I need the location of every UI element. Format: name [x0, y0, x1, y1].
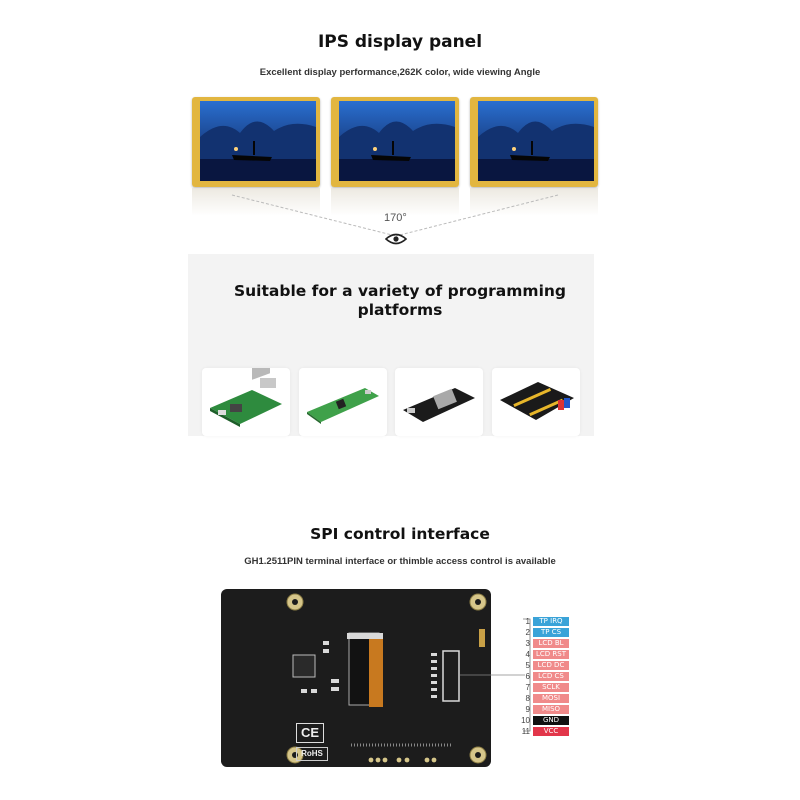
- pin-number: 11: [521, 727, 530, 736]
- pcb-graphic: [286, 593, 487, 764]
- pin-number: 4: [525, 650, 530, 659]
- section-title-spi: SPI control interface: [310, 525, 490, 543]
- raspberry-pi-card: [202, 361, 290, 436]
- pin-label: VCC: [533, 727, 569, 736]
- pin-number: 7: [525, 683, 530, 692]
- pcb-board: CE RoHS: [221, 589, 491, 767]
- lcd-screen-1: [192, 97, 320, 187]
- pin-label: LCD RST: [533, 650, 569, 659]
- angle-line-right: [395, 194, 559, 237]
- section-subtitle-ips: Excellent display performance,262K color…: [259, 67, 541, 78]
- screen-reflection: [192, 188, 320, 216]
- angle-line-left: [231, 194, 397, 237]
- rohs-mark: RoHS: [296, 747, 328, 761]
- pin-label: TP CS: [533, 628, 569, 637]
- pin-number: 6: [525, 672, 530, 681]
- pin-number: 9: [525, 705, 530, 714]
- section-title-platforms: Suitable for a variety of programming pl…: [0, 282, 800, 320]
- screen-reflection: [470, 188, 598, 216]
- ce-mark: CE: [296, 723, 324, 743]
- arduino-card: [492, 368, 580, 436]
- section-subtitle-spi: GH1.2511PIN terminal interface or thimbl…: [244, 556, 556, 567]
- pin-label: GND: [533, 716, 569, 725]
- landscape-image: [331, 97, 459, 187]
- pin-label: TP IRQ: [533, 617, 569, 626]
- lcd-screen-3: [470, 97, 598, 187]
- esp32-board-icon: [403, 388, 475, 422]
- viewing-angle-label: 170°: [384, 212, 407, 224]
- eye-icon: [385, 233, 407, 245]
- pin-label: LCD BL: [533, 639, 569, 648]
- platforms-title-line2: platforms: [357, 301, 443, 319]
- pin-number: 2: [525, 628, 530, 637]
- pico-card: [299, 368, 387, 436]
- viewing-angle-lines: [231, 194, 559, 237]
- pin-number: 1: [525, 617, 530, 626]
- raspberry-pi-board-icon: [210, 361, 282, 427]
- screen-reflection: [331, 188, 459, 216]
- pin-number: 3: [525, 639, 530, 648]
- pin-number: 10: [521, 716, 530, 725]
- pinout-leader-lines: [460, 618, 531, 732]
- pin-label: MOSI: [533, 694, 569, 703]
- arduino-board-icon: [500, 382, 574, 420]
- section-title-ips: IPS display panel: [317, 32, 483, 52]
- esp32-card: [395, 368, 483, 436]
- pin-number: 8: [525, 694, 530, 703]
- landscape-image: [470, 97, 598, 187]
- platforms-title-line1: Suitable for a variety of programming: [233, 282, 567, 300]
- pin-label: MISO: [533, 705, 569, 714]
- landscape-image: [192, 97, 320, 187]
- pin-label: LCD CS: [533, 672, 569, 681]
- pico-board-icon: [307, 388, 379, 424]
- lcd-screen-2: [331, 97, 459, 187]
- pin-label: SCLK: [533, 683, 569, 692]
- pin-label: LCD DC: [533, 661, 569, 670]
- pin-number: 5: [525, 661, 530, 670]
